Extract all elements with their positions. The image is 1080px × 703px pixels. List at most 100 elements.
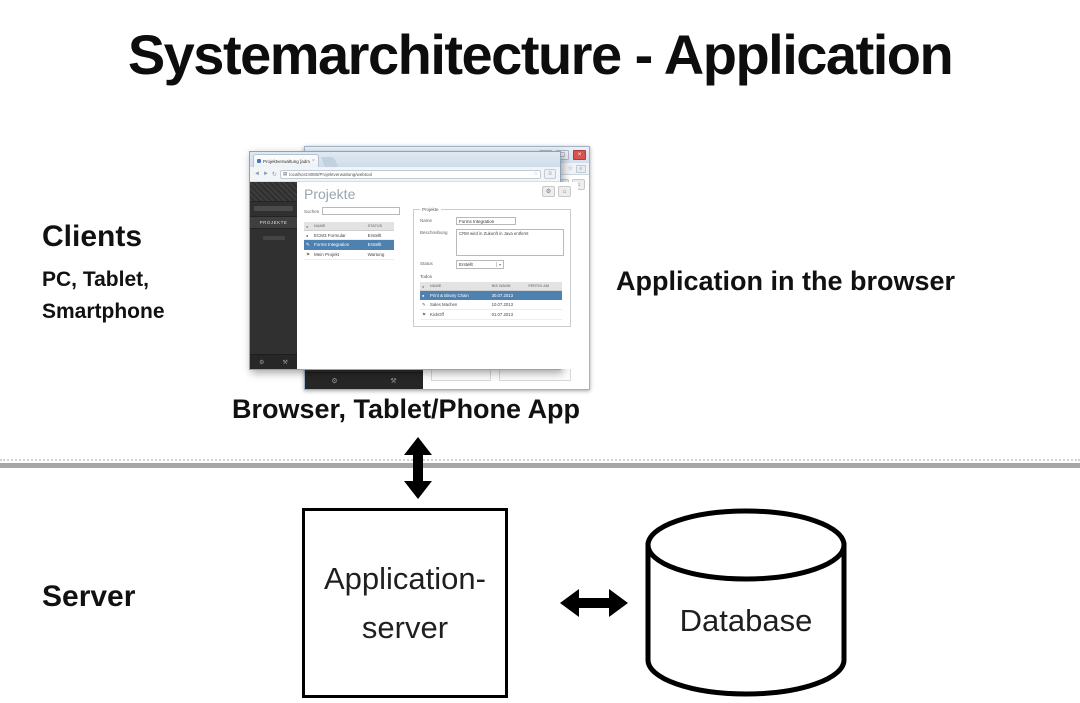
todo-done [526,299,562,310]
todo-name: Sales Machen [428,299,490,310]
application-server-node: Application- server [302,508,508,698]
col-name[interactable]: NAME [312,222,366,231]
todo-col-name[interactable]: NAME [428,282,490,291]
home-button[interactable]: ⌂ [558,186,571,197]
database-node: Database [644,505,848,698]
status-label: Status [420,261,433,266]
browser-tab[interactable]: Projektverwaltung [admi… × [253,154,319,167]
url-bar[interactable]: ▤ localhost:8080/Projektverwaltung/webto… [279,169,541,179]
new-tab-button[interactable] [320,157,339,167]
menu-icon[interactable]: ≡ [576,164,586,173]
table-row[interactable]: ⚑ Mein Projekt Wartung [304,249,394,260]
name-label: Name [420,218,433,223]
project-icon: ● [306,232,309,238]
project-name: ECM3 Formular [312,230,366,240]
sidebar-bottom-bar: ⚙ ⚒ [250,354,297,369]
todo-name: Print & Binary Chain [428,290,490,300]
table-row-selected[interactable]: ✎ Forms Integration Erstellt [304,239,394,250]
clients-line1: PC, Tablet, [42,268,149,291]
todo-col-done[interactable]: FERTIG AM [526,282,562,291]
project-name: Forms Integration [312,239,366,250]
favicon [257,159,261,163]
chevron-down-icon: ▾ [495,262,503,267]
description-field[interactable]: CRM wird in Zukunft in Java entfernt [456,229,564,256]
todo-done [526,290,562,300]
wrench-icon[interactable]: ⚒ [282,359,288,366]
forward-icon[interactable]: ► [262,171,269,177]
todos-label: Todos [420,274,433,279]
browser-window-front[interactable]: Projektverwaltung [admi… × ◄ ► ↻ ▤ local… [249,151,578,370]
application-server-line2: server [361,610,449,645]
clients-line2: Smartphone [42,300,165,323]
url-text: localhost:8080/Projektverwaltung/webtool [289,171,373,177]
todo-due: 01.07.2013 [489,309,527,320]
sidebar-item-projekte[interactable]: PROJEKTE [250,216,297,229]
todo-row[interactable]: ✎ Sales Machen 10.07.2013 [420,299,562,310]
close-button[interactable]: × [573,150,586,160]
sidebar-text-placeholder [254,206,293,211]
browser-toolbar: ◄ ► ↻ ▤ localhost:8080/Projektverwaltung… [250,167,560,182]
database-label: Database [679,603,813,638]
gear-icon[interactable]: ⚙ [259,359,265,366]
project-detail-panel: Projekte Name Forms Integration Beschrei… [413,207,571,327]
clients-heading: Clients [42,220,143,253]
app-heading: Projekte [304,186,356,202]
client-server-arrow [404,437,432,499]
application-server-line1: Application- [324,561,486,596]
server-heading: Server [42,580,136,613]
tag-icon: ⚑ [422,311,427,317]
project-status: Erstellt [365,239,394,250]
sidebar-item-placeholder[interactable] [262,236,285,240]
projekte-app: PROJEKTE ⚙ ⚒ Projekte ⚙ ⌂ Suchen [250,182,578,369]
back-sidebar-bottom-bar: ⚙ ⚒ [305,372,423,389]
settings-button[interactable]: ⚙ [542,186,555,197]
tab-strip: Projektverwaltung [admi… × [250,152,560,167]
search-input[interactable] [322,207,400,215]
app-main: Projekte ⚙ ⌂ Suchen ● NAME STATUS [297,182,578,369]
browser-tablet-phone-label: Browser, Tablet/Phone App [232,394,581,424]
status-value: Erstellt [459,262,473,267]
globe-icon: ● [306,223,309,229]
gear-icon[interactable]: ⚙ [331,378,338,385]
description-label: Beschreibung [420,230,448,235]
status-select[interactable]: Erstellt ▾ [456,260,504,269]
col-status[interactable]: STATUS [365,222,394,231]
page-title: Systemarchitecture - Application [127,23,954,86]
todo-row-selected[interactable]: ● Print & Binary Chain 30.07.2013 [420,290,562,300]
bookmark-star-icon[interactable]: ☆ [533,171,538,177]
app-logo [250,182,297,202]
todos-table: ● NAME BIS WANN FERTIG AM ● Print & Bina… [420,282,562,320]
project-list-panel: Suchen ● NAME STATUS ● ECM3 Formular Ers… [304,207,400,327]
wrench-icon[interactable]: ⚒ [390,378,397,385]
table-row[interactable]: ● ECM3 Formular Erstellt [304,230,394,240]
todo-row[interactable]: ⚑ KickOff 01.07.2013 [420,309,562,320]
application-in-browser-label: Application in the browser [616,266,956,296]
todo-due: 30.07.2013 [489,290,527,300]
globe-icon: ● [422,283,425,289]
name-field[interactable]: Forms Integration [456,217,516,225]
pencil-icon: ✎ [306,241,310,247]
todo-col-due[interactable]: BIS WANN [489,282,527,291]
star-icon[interactable]: ☆ [567,166,573,172]
zone-divider-dotted [0,459,1080,461]
todo-name: KickOff [428,309,490,320]
project-status: Erstellt [365,230,394,240]
back-icon[interactable]: ◄ [254,171,260,177]
browser-menu-icon[interactable]: ≡ [544,169,556,179]
todo-icon: ● [422,292,425,298]
database-cylinder-icon [645,508,847,697]
page-icon: ▤ [282,171,288,176]
tag-icon: ⚑ [306,251,311,257]
project-name: Mein Projekt [312,249,366,260]
reload-icon[interactable]: ↻ [271,171,277,178]
project-table: ● NAME STATUS ● ECM3 Formular Erstellt ✎… [304,222,394,260]
project-fieldset: Projekte Name Forms Integration Beschrei… [413,207,571,327]
fieldset-legend: Projekte [422,207,439,212]
todo-done [526,309,562,320]
zone-divider-line [0,463,1080,468]
clients-label-block: Clients PC, Tablet, Smartphone [42,220,165,328]
search-label: Suchen [304,208,320,214]
app-sidebar: PROJEKTE ⚙ ⚒ [250,182,297,369]
project-status: Wartung [365,249,394,260]
tab-close-icon[interactable]: × [311,158,315,164]
